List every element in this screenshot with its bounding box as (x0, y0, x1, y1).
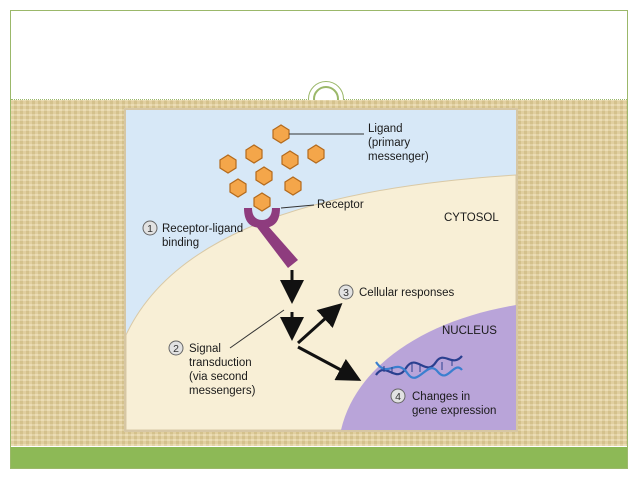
ligand-hexagon (245, 144, 263, 164)
step-3-label: Cellular responses (359, 287, 454, 299)
step-1-label-line1: Receptor-ligand (162, 223, 243, 235)
ligand-hexagon (253, 192, 271, 212)
step-4-number: 4 (395, 391, 401, 403)
ligand-hexagon (272, 124, 290, 144)
footer-bar (11, 447, 627, 468)
cytosol-label: CYTOSOL (444, 212, 499, 224)
step-3-badge (338, 284, 354, 300)
step-1-badge (142, 220, 158, 236)
ligand-hexagon (284, 176, 302, 196)
step-2-label-line3: (via second (189, 371, 248, 383)
slide-title-area (11, 11, 627, 89)
signal-transduction-figure: Ligand (primary messenger) Receptor CYTO… (125, 110, 517, 431)
ligand-label-line1: Ligand (368, 123, 403, 135)
ligand-hexagon (281, 150, 299, 170)
step-2-label-line2: transduction (189, 357, 252, 369)
step-4-label-line1: Changes in (412, 391, 470, 403)
dna-helix-icon (375, 355, 463, 379)
receptor-label: Receptor (317, 199, 364, 211)
arrow-to-cellular-responses (296, 302, 343, 345)
step-1-number: 1 (147, 223, 153, 235)
receptor-stalk (256, 226, 298, 268)
ligand-hexagon (219, 154, 237, 174)
ligand-label-line2: (primary (368, 137, 410, 149)
ligand-hexagon (229, 178, 247, 198)
step-2-label-line1: Signal (189, 343, 221, 355)
step-3-number: 3 (343, 287, 349, 299)
ligand-hexagon (255, 166, 273, 186)
receptor-head (244, 208, 280, 228)
step-2-label-line4: messengers) (189, 385, 256, 397)
ligand-label-line3: messenger) (368, 151, 429, 163)
receptor-leader-line (280, 204, 315, 209)
transduction-leader-line (229, 309, 285, 349)
arrow-to-gene-expression (297, 345, 362, 381)
nucleus-label: NUCLEUS (442, 325, 497, 337)
step-2-number: 2 (173, 343, 179, 355)
step-4-label-line2: gene expression (412, 405, 496, 417)
step-4-badge (390, 388, 406, 404)
ligand-molecules (219, 124, 325, 212)
step-1-label-line2: binding (162, 237, 199, 249)
step-2-badge (168, 340, 184, 356)
ligand-hexagon (307, 144, 325, 164)
diagram-svg: Ligand (primary messenger) Receptor CYTO… (125, 110, 517, 431)
